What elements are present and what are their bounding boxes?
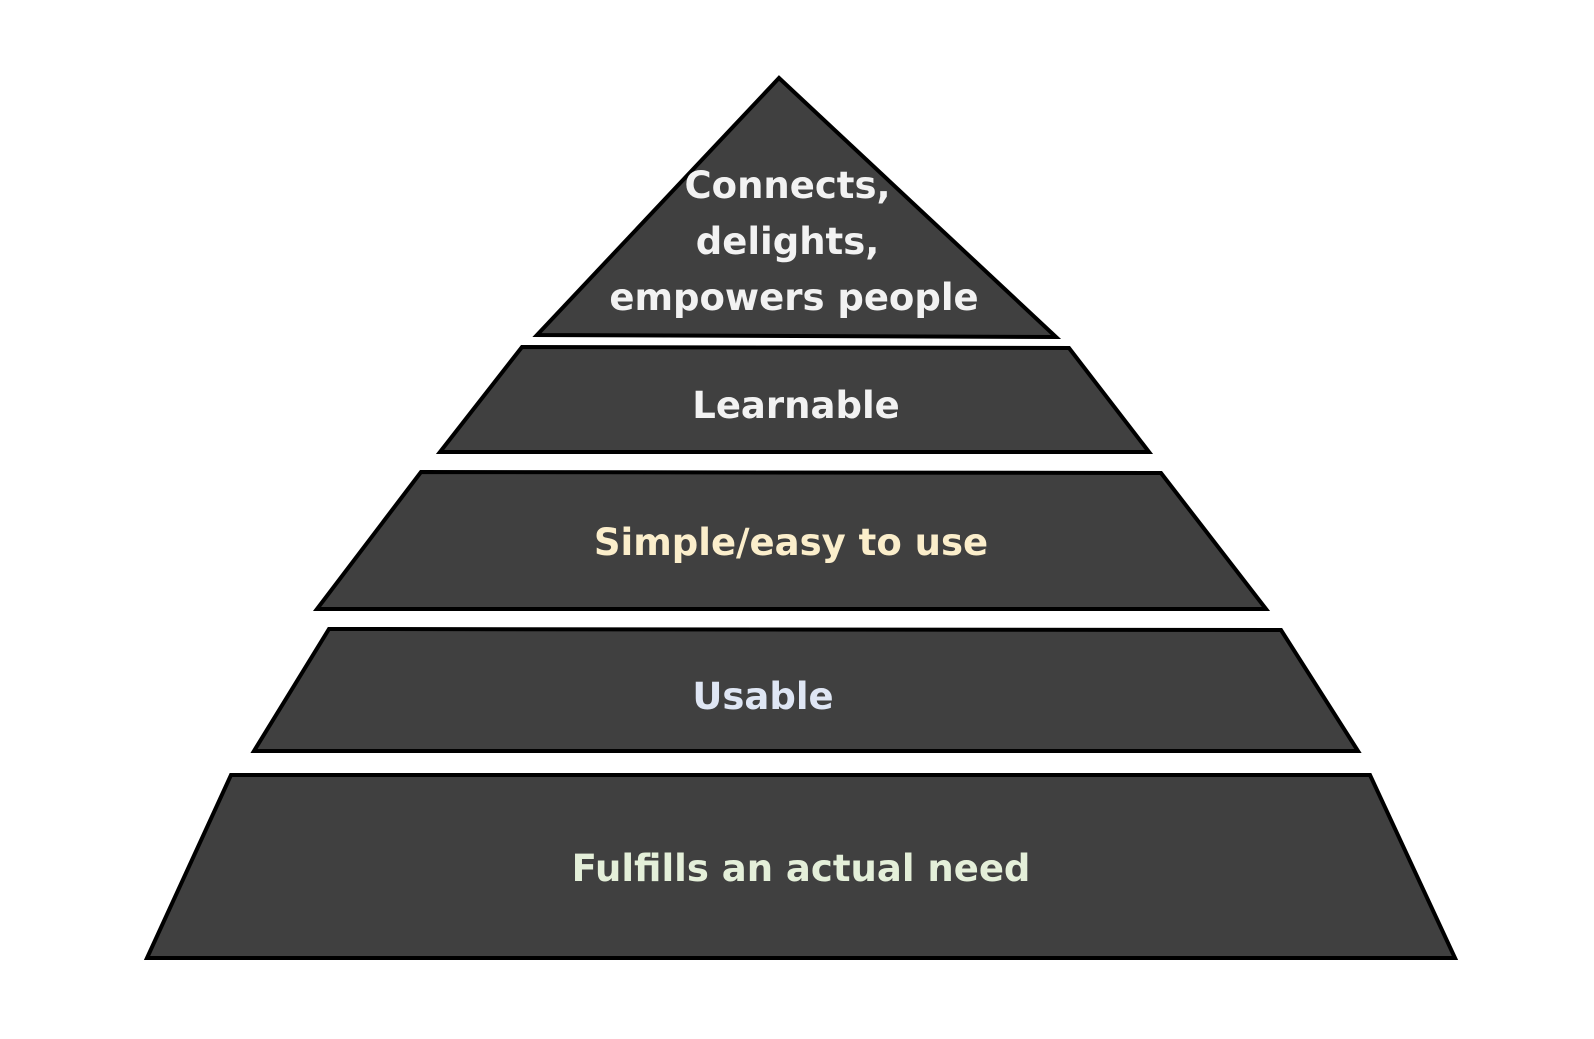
tier-shape-learnable <box>435 344 1154 454</box>
tier-label-simple: Simple/easy to use <box>594 521 988 564</box>
tier-label-learnable: Learnable <box>692 384 899 427</box>
tier-label-usable: Usable <box>692 675 833 718</box>
tier-label-need-line-1: Fulfills an actual need <box>572 847 1031 890</box>
tier-label-top-line-3: empowers people <box>609 276 978 319</box>
tier-label-top-line-2: delights, <box>696 220 880 263</box>
pyramid-tier-need: Fulfills an actual need <box>143 773 1459 960</box>
tier-label-learnable-line-1: Learnable <box>692 384 899 427</box>
tier-shape-top <box>532 75 1062 340</box>
pyramid-tier-top: Connects, delights, empowers people <box>532 75 1062 340</box>
tier-label-simple-line-1: Simple/easy to use <box>594 521 988 564</box>
pyramid-tier-learnable: Learnable <box>435 344 1154 454</box>
tier-label-usable-line-1: Usable <box>692 675 833 718</box>
tier-shape-need <box>143 773 1459 960</box>
tier-label-need: Fulfills an actual need <box>572 847 1031 890</box>
tier-shape-simple <box>312 469 1271 611</box>
pyramid-tier-simple: Simple/easy to use <box>312 469 1271 611</box>
pyramid-tier-usable: Usable <box>250 626 1362 753</box>
tier-label-top-line-1: Connects, <box>685 164 891 207</box>
tier-shape-usable <box>250 626 1362 753</box>
tier-label-top: Connects, delights, empowers people <box>609 164 978 319</box>
